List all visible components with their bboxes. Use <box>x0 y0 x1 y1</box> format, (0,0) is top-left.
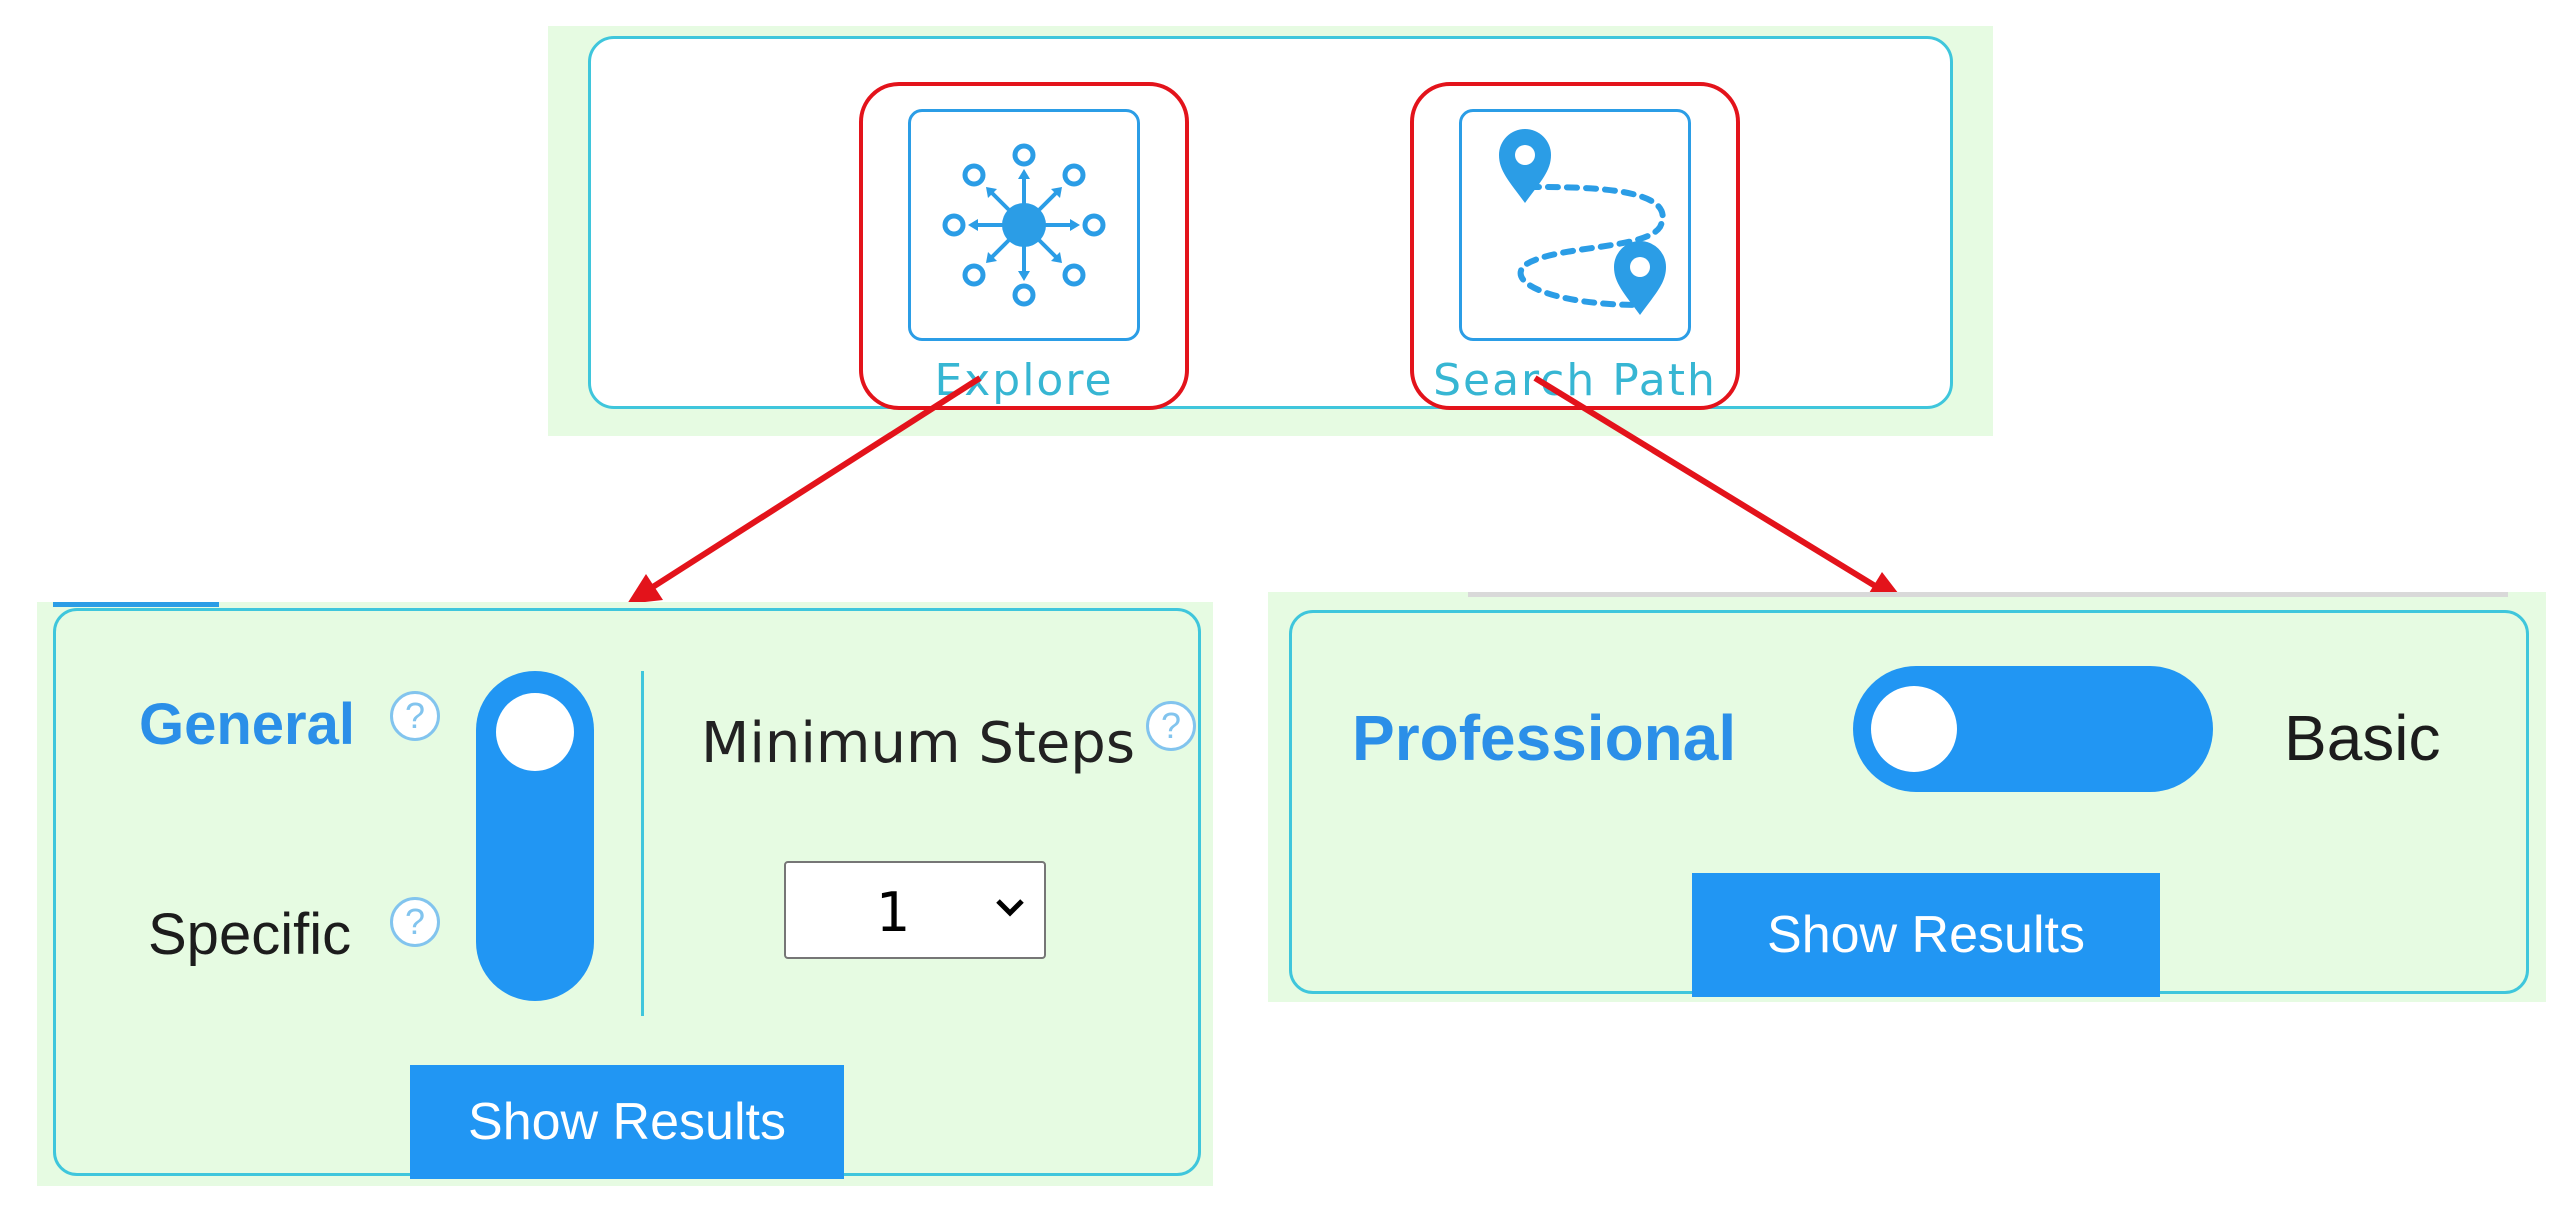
minimum-steps-value: 1 <box>876 881 911 944</box>
chevron-down-icon <box>994 897 1026 924</box>
general-help-icon[interactable]: ? <box>390 691 440 741</box>
explore-settings-panel: General ? Specific ? Minimum Steps ? 1 S… <box>37 602 1213 1186</box>
general-specific-toggle[interactable] <box>476 671 594 1001</box>
explore-show-results-button[interactable]: Show Results <box>410 1065 844 1179</box>
option-general-label[interactable]: General <box>139 692 355 757</box>
vertical-divider <box>641 671 644 1016</box>
explore-mode-button[interactable]: Explore <box>859 82 1189 410</box>
option-basic-label[interactable]: Basic <box>2284 702 2441 774</box>
minimum-steps-help-icon[interactable]: ? <box>1146 701 1196 751</box>
explore-settings-box: General ? Specific ? Minimum Steps ? 1 S… <box>53 608 1201 1179</box>
search-path-settings-box: Professional Basic Show Results <box>1289 610 2529 997</box>
minimum-steps-select[interactable]: 1 <box>784 861 1046 959</box>
search-path-settings-panel: Professional Basic Show Results <box>1268 592 2546 1002</box>
search-path-show-results-button[interactable]: Show Results <box>1692 873 2160 997</box>
search-path-mode-label: Search Path <box>1433 355 1717 406</box>
search-path-mode-button[interactable]: Search Path <box>1410 82 1740 410</box>
option-specific-label[interactable]: Specific <box>148 902 352 967</box>
professional-basic-toggle[interactable] <box>1853 666 2213 792</box>
panel-top-divider <box>1468 592 2508 597</box>
option-professional-label[interactable]: Professional <box>1352 702 1737 774</box>
toggle-knob <box>496 693 574 771</box>
arrowhead-explore <box>627 574 663 604</box>
explore-network-icon <box>908 109 1140 341</box>
explore-mode-label: Explore <box>934 355 1114 406</box>
mode-selector-panel: Explore Search Path <box>548 26 1993 436</box>
specific-help-icon[interactable]: ? <box>390 897 440 947</box>
minimum-steps-label: Minimum Steps <box>701 711 1135 776</box>
route-pins-icon <box>1459 109 1691 341</box>
mode-selector-box: Explore Search Path <box>588 36 1953 410</box>
active-tab-indicator <box>53 602 219 607</box>
toggle-knob <box>1871 686 1957 772</box>
